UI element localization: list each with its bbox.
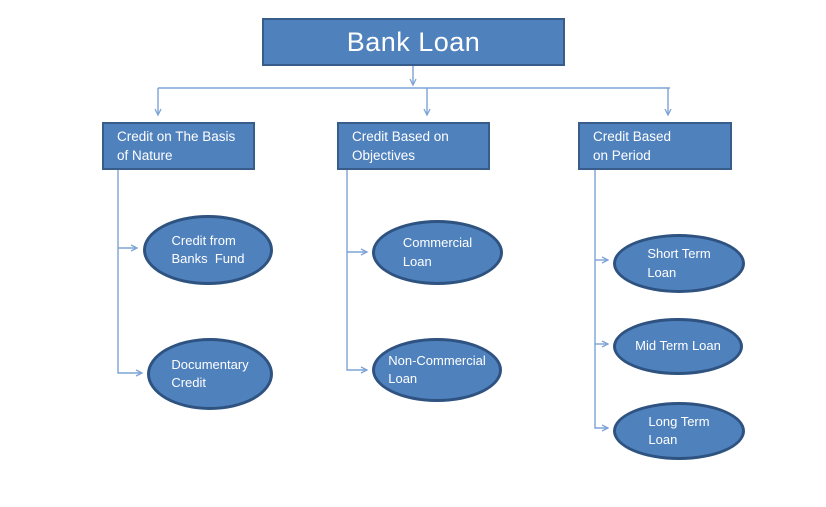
node-credit-from-banks-fund-label: Credit from Banks Fund: [171, 232, 245, 266]
node-credit-basis-nature: Credit on The Basis of Nature: [102, 122, 255, 170]
node-non-commercial-loan: Non-Commercial Loan: [372, 338, 502, 402]
node-credit-based-period-label: Credit Based on Period: [593, 128, 672, 163]
node-commercial-loan-label: Commercial Loan: [402, 235, 473, 269]
node-mid-term-loan: Mid Term Loan: [613, 318, 743, 375]
node-commercial-loan: Commercial Loan: [372, 220, 503, 285]
node-documentary-credit-label: Documentary Credit: [171, 356, 249, 390]
node-bank-loan-label: Bank Loan: [346, 26, 481, 57]
node-bank-loan: Bank Loan: [262, 18, 565, 66]
node-credit-basis-nature-label: Credit on The Basis of Nature: [117, 128, 236, 163]
node-credit-based-objectives-label: Credit Based on Objectives: [352, 128, 449, 163]
node-non-commercial-loan-label: Non-Commercial Loan: [388, 352, 486, 386]
node-long-term-loan: Long Term Loan: [613, 402, 745, 460]
node-mid-term-loan-label: Mid Term Loan: [635, 338, 721, 354]
node-credit-based-period: Credit Based on Period: [578, 122, 732, 170]
node-documentary-credit: Documentary Credit: [147, 338, 273, 410]
node-credit-based-objectives: Credit Based on Objectives: [337, 122, 490, 170]
node-short-term-loan: Short Term Loan: [613, 234, 745, 293]
node-long-term-loan-label: Long Term Loan: [648, 413, 710, 447]
node-credit-from-banks-fund: Credit from Banks Fund: [143, 215, 273, 285]
node-short-term-loan-label: Short Term Loan: [647, 246, 711, 280]
